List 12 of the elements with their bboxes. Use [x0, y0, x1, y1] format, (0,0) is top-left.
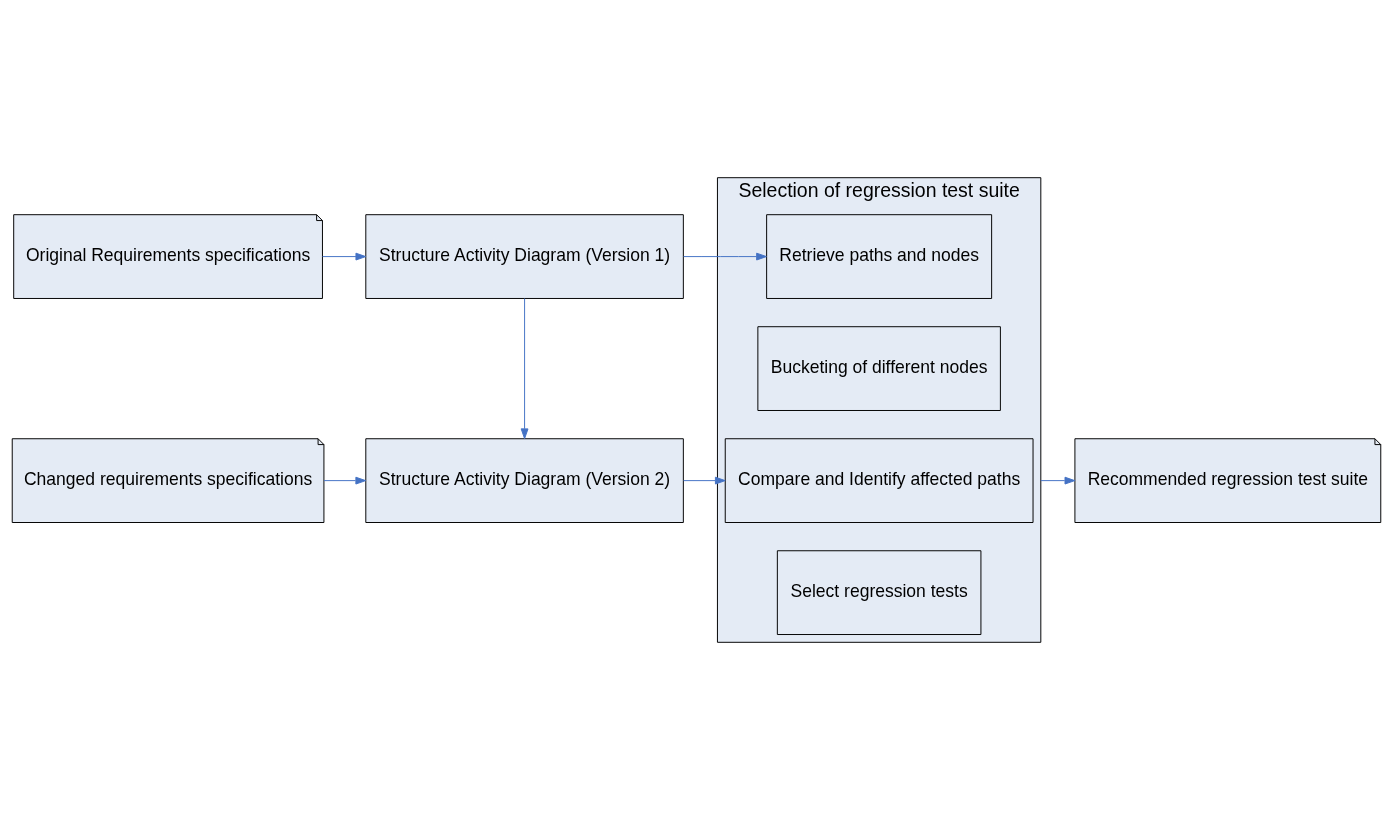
arrow — [683, 252, 767, 260]
node-box: Bucketing of different nodes — [757, 325, 1001, 411]
node-box: Select regression tests — [776, 549, 982, 635]
arrow — [1040, 476, 1076, 484]
arrow — [322, 252, 367, 260]
node-box: Retrieve paths and nodes — [766, 213, 993, 299]
node-box: Compare and Identify affected paths — [724, 437, 1034, 523]
arrow — [520, 297, 529, 439]
arrow — [683, 476, 726, 484]
node-box: Structure Activity Diagram (Version 1) — [365, 213, 684, 299]
node-box: Structure Activity Diagram (Version 2) — [365, 437, 684, 523]
arrow — [323, 476, 367, 484]
